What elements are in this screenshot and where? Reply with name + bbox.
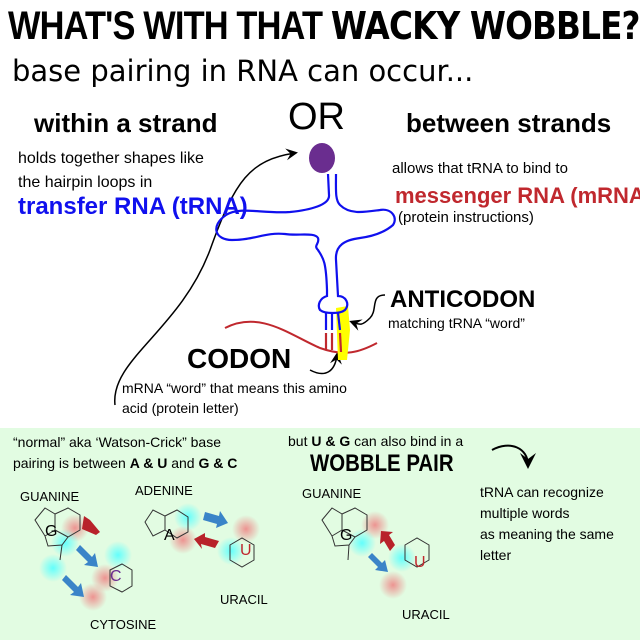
wobble-u-letter: U [414, 554, 426, 571]
wobble-g-letter: G [340, 527, 353, 544]
adenine-label: ADENINE [135, 483, 193, 498]
anticodon-bases [324, 312, 342, 331]
anticodon-label: ANTICODON [390, 286, 536, 313]
wobble-guanine-label: GUANINE [302, 486, 362, 501]
wobble-arrow [491, 444, 536, 469]
page-title: WHAT'S WITH THAT WACKY WOBBLE? [8, 4, 640, 48]
codon-bases [324, 332, 343, 353]
trna-label: transfer RNA (tRNA) [18, 193, 248, 220]
guanine-label: GUANINE [20, 489, 80, 504]
anticodon-desc: matching tRNA “word” [388, 315, 525, 331]
arrow-to-trna [114, 148, 298, 406]
wobble-pair-heading: WOBBLE PAIR [310, 450, 454, 477]
watson-crick-text: “normal” aka ‘Watson-Crick” base pairing… [13, 434, 238, 471]
molecule-glows [39, 503, 416, 611]
wobble-uracil-label: URACIL [402, 607, 450, 622]
hydrogen-bond-arrows [62, 511, 395, 597]
wobble-intro: but U & G can also bind in a [288, 433, 464, 449]
subtitle: base pairing in RNA can occur... [12, 54, 474, 88]
c-letter: C [110, 568, 122, 585]
between-strands-text: allows that tRNA to bind to [392, 160, 568, 177]
g-letter: G [45, 523, 58, 540]
mrna-label: messenger RNA (mRNA) [395, 183, 640, 208]
cytosine-label: CYTOSINE [90, 617, 157, 632]
a-letter: A [164, 527, 175, 544]
anticodon-brace-arrow [349, 294, 386, 331]
codon-label: CODON [187, 343, 292, 374]
between-strands-heading: between strands [406, 108, 612, 138]
within-strand-heading: within a strand [34, 108, 218, 138]
mrna-strand [224, 320, 378, 354]
molecule-structures [34, 507, 430, 593]
or-label: OR [288, 96, 345, 138]
u-letter: U [240, 542, 252, 559]
protein-instructions: (protein instructions) [398, 209, 534, 226]
uracil-label: URACIL [220, 592, 268, 607]
trna-strand [215, 173, 396, 315]
amino-acid [309, 143, 335, 173]
arrow-to-codon [309, 352, 342, 375]
